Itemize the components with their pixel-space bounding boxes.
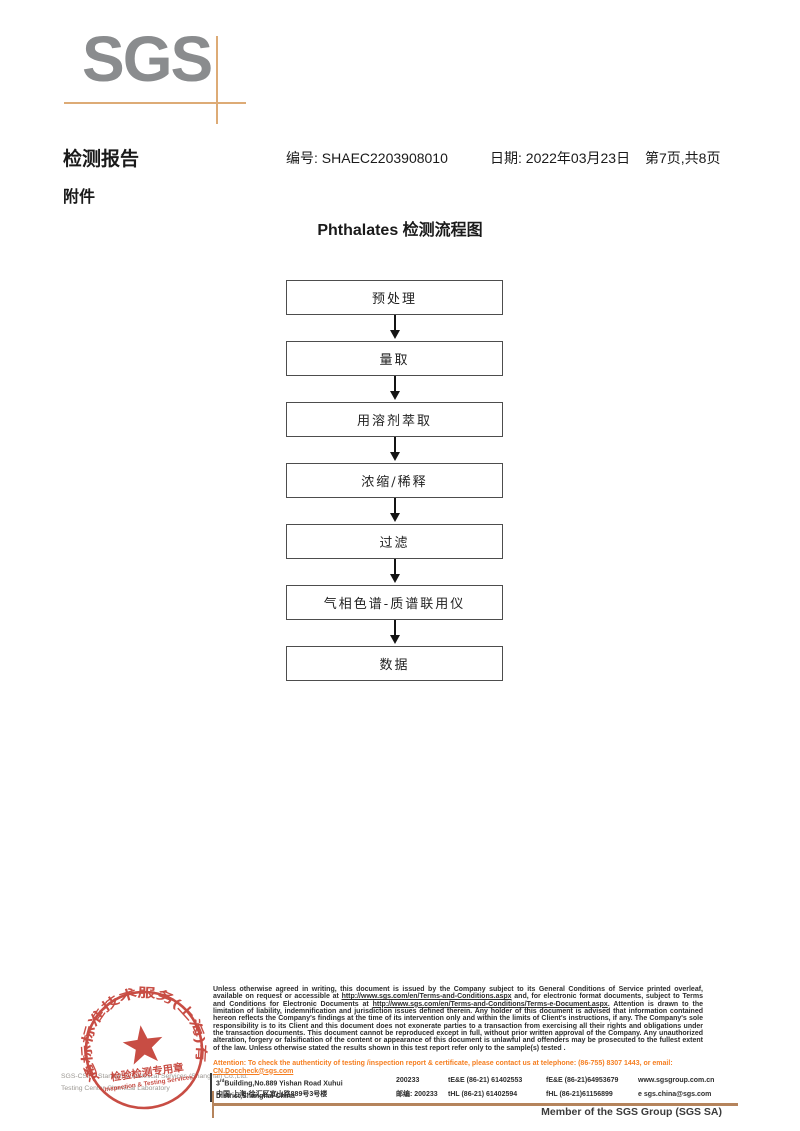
address-block: 3rdBuilding,No.889 Yishan Road Xuhui Dis… [216,1074,715,1102]
flow-step-box: 气相色谱-质谱联用仪 [286,585,503,620]
fax-en: fE&E (86-21)64953679 [546,1077,619,1084]
legal-text: Unless otherwise agreed in writing, this… [213,986,703,1052]
attachment-label: 附件 [63,189,96,206]
flow-step-box: 量取 [286,341,503,376]
phone-cn: tHL (86-21) 61402594 [448,1091,518,1098]
report-date: 日期: 2022年03月23日 [490,150,631,166]
attention-text: Attention: To check the authenticity of … [213,1060,673,1075]
sgs-logo: SGS [82,23,213,95]
flowchart-steps: 预处理量取用溶剂萃取浓缩/稀释过滤气相色谱-质谱联用仪数据 [286,280,503,681]
logo-crosshair-vertical [216,36,218,124]
flow-arrow-down-icon [286,437,503,463]
company-name-text: SGS-CSTC Standards Technical Services (S… [61,1073,248,1080]
page-indicator: 第7页,共8页 [645,150,721,166]
sgs-member-text: Member of the SGS Group (SGS SA) [541,1106,722,1118]
inspection-stamp: 通标标准技术服务(上海)有限公司 检验检测专用章 Inspection & Te… [54,960,212,1110]
flow-step-box: 浓缩/稀释 [286,463,503,498]
address-cn: 中国·上海·徐汇区宜山路889号3号楼 [216,1091,328,1098]
flow-step-box: 预处理 [286,280,503,315]
fax-cn: fHL (86-21)61156899 [546,1091,613,1098]
flow-arrow-down-icon [286,315,503,341]
footer-crosshair-horizontal [213,1103,738,1106]
report-number: 编号: SHAEC2203908010 [286,150,448,166]
address-separator-line [210,1073,212,1102]
flow-arrow-down-icon [286,498,503,524]
flow-arrow-down-icon [286,376,503,402]
flowchart-title: Phthalates 检测流程图 [317,222,483,239]
flow-arrow-down-icon [286,620,503,646]
page-title: 检测报告 [63,149,140,170]
address-row-cn: 中国·上海·徐汇区宜山路889号3号楼 邮编: 200233 tHL (86-2… [216,1088,712,1102]
postcode-cn: 邮编: 200233 [396,1091,438,1098]
flow-step-box: 用溶剂萃取 [286,402,503,437]
flow-arrow-down-icon [286,559,503,585]
flow-step-box: 过滤 [286,524,503,559]
lab-name-text: Testing Center-Chemical Laboratory [61,1085,170,1092]
website-link: www.sgsgroup.com.cn [638,1077,715,1084]
star-icon [122,1025,163,1065]
flow-step-box: 数据 [286,646,503,681]
postcode-en: 200233 [396,1077,420,1084]
logo-crosshair-horizontal [64,102,246,104]
phone-en: tE&E (86-21) 61402553 [448,1077,523,1084]
address-en: 3rdBuilding,No.889 Yishan Road Xuhui Dis… [216,1078,343,1101]
footer-crosshair-vertical [212,1091,214,1118]
email-link: e sgs.china@sgs.com [638,1091,712,1098]
address-row-en: 3rdBuilding,No.889 Yishan Road Xuhui Dis… [216,1074,715,1100]
